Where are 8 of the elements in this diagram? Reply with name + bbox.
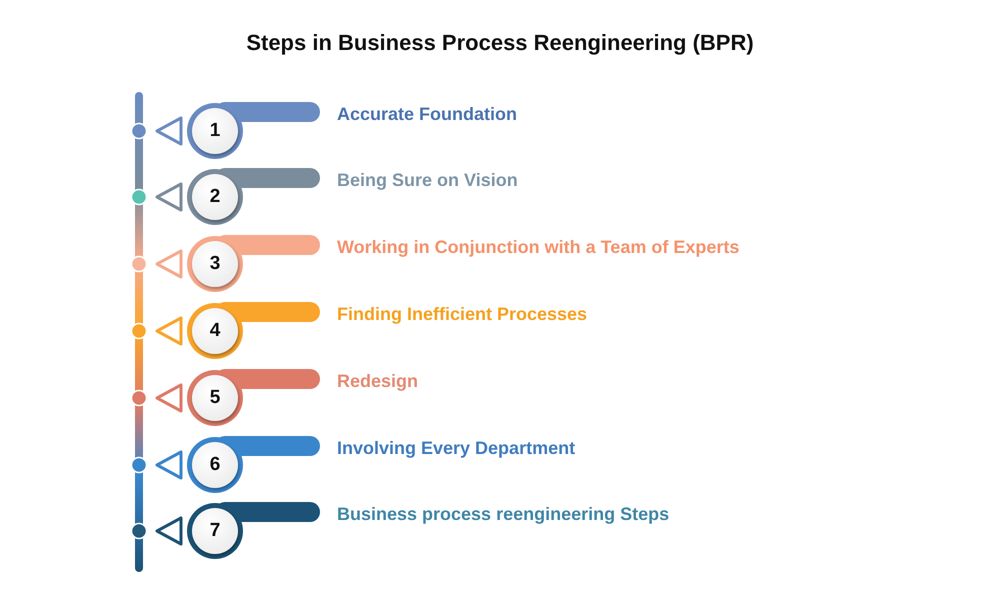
- step-title: Business process reengineering Steps: [337, 504, 670, 525]
- step-title: Redesign: [337, 371, 418, 392]
- step-title: Involving Every Department: [337, 438, 576, 459]
- step-title: Accurate Foundation: [337, 104, 518, 125]
- diagram-title: Steps in Business Process Reengineering (BPR): [245, 30, 755, 56]
- step-title: Finding Inefficient Processes: [337, 304, 588, 325]
- step-title: Being Sure on Vision: [337, 170, 518, 191]
- step-title: Working in Conjunction with a Team of Experts: [337, 237, 740, 258]
